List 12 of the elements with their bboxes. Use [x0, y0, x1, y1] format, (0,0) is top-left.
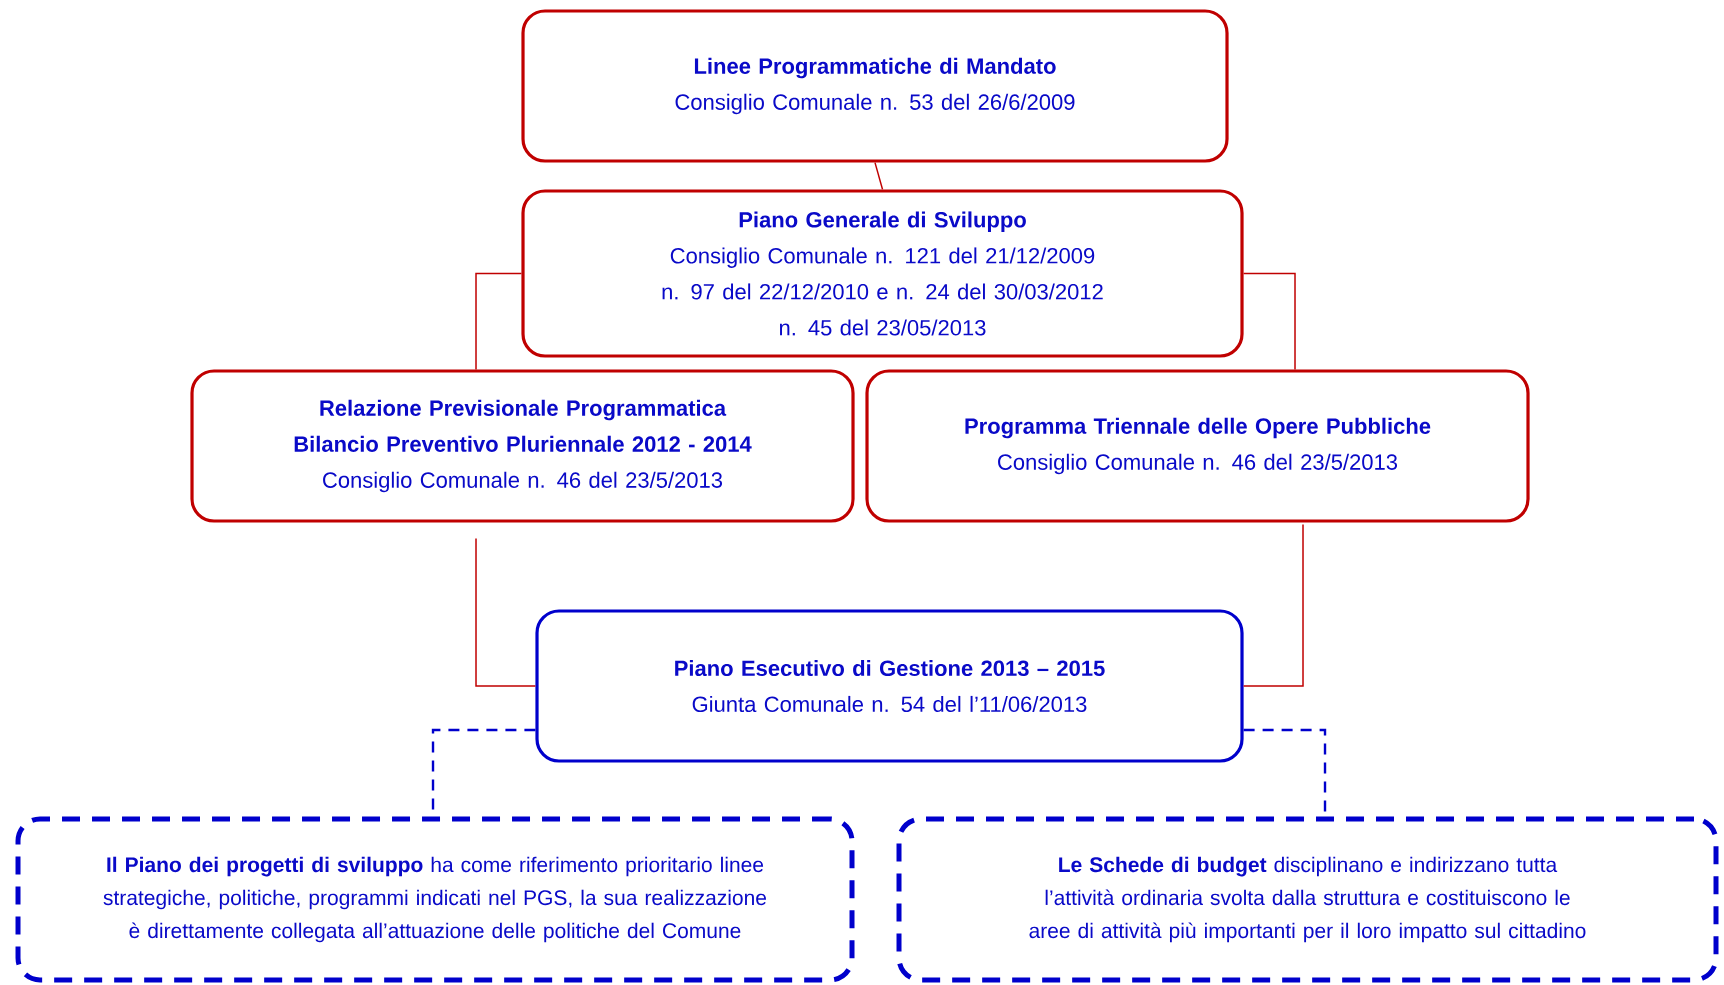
description-box: Il Piano dei progetti di sviluppo ha come riferimento prioritario linee strategiche, politiche, programmi indicati nel PGS, la sua realizzazione è direttamente collegata all’attuazione delle politiche del Comune [15, 816, 855, 983]
connector-line [475, 537, 537, 687]
process-box: Relazione Previsionale Programmatica Bilancio Preventivo Pluriennale 2012 - 2014 Consiglio Comunale n. 46 del 23/5/2013 [190, 369, 855, 523]
process-box: Piano Generale di Sviluppo Consiglio Comunale n. 121 del 21/12/2009 n. 97 del 22/12/2010 e n. 24 del 30/03/2012 n. 45 del 23/05/2013 [521, 189, 1244, 358]
connector-line [1242, 523, 1304, 687]
process-box: Piano Esecutivo di Gestione 2013 – 2015 Giunta Comunale n. 54 del l’11/06/2013 [535, 609, 1244, 763]
process-box: Programma Triennale delle Opere Pubbliche Consiglio Comunale n. 46 del 23/5/2013 [865, 369, 1530, 523]
description-box: Le Schede di budget disciplinano e indirizzano tutta l’attività ordinaria svolta dalla struttura e costituiscono le aree di attività più importanti per il loro impatto sul cittadino [896, 816, 1719, 983]
connector-line [1242, 272, 1296, 371]
connector-line [475, 272, 523, 371]
process-box: Linee Programmatiche di Mandato Consiglio Comunale n. 53 del 26/6/2009 [521, 9, 1229, 163]
connector-line [874, 161, 884, 191]
